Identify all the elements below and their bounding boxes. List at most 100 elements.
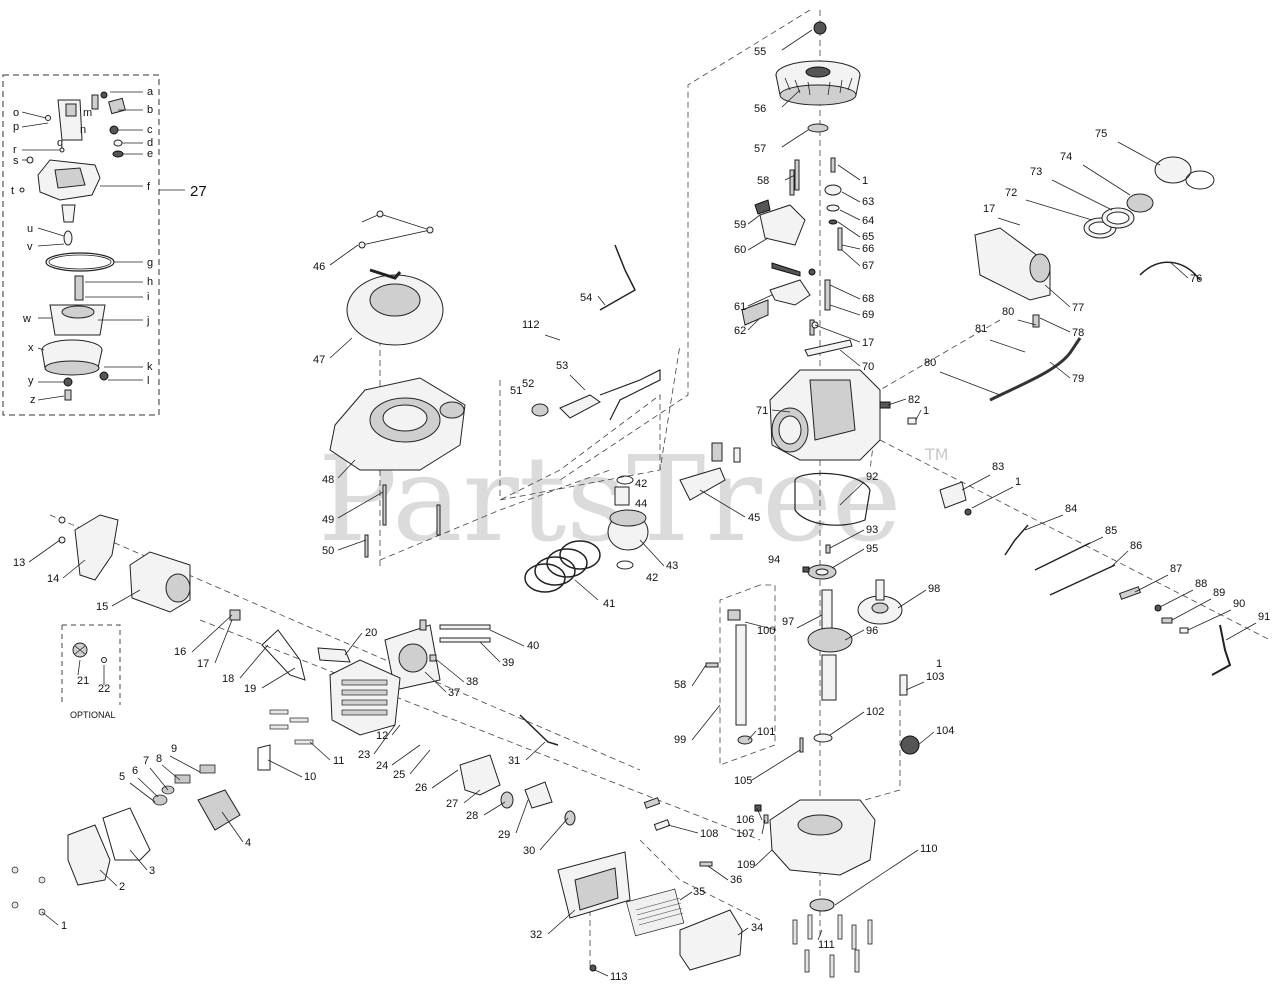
callout-n2[interactable]: 2 <box>119 881 125 893</box>
callout-n37[interactable]: 37 <box>448 687 460 699</box>
callout-n71[interactable]: 71 <box>756 405 768 417</box>
callout-cv[interactable]: v <box>27 241 33 253</box>
callout-cl[interactable]: l <box>147 375 149 387</box>
callout-n51[interactable]: 51 <box>510 385 522 397</box>
callout-n95[interactable]: 95 <box>866 543 878 555</box>
callout-n28[interactable]: 28 <box>466 810 478 822</box>
callout-ce[interactable]: e <box>147 148 153 160</box>
callout-n24[interactable]: 24 <box>376 760 388 772</box>
callout-n55[interactable]: 55 <box>754 46 766 58</box>
callout-n73[interactable]: 73 <box>1030 166 1042 178</box>
callout-n34[interactable]: 34 <box>751 922 763 934</box>
callout-n110[interactable]: 110 <box>920 843 938 855</box>
callout-n1b[interactable]: 1 <box>923 405 929 417</box>
callout-n1e[interactable]: 1 <box>61 920 67 932</box>
callout-n62[interactable]: 62 <box>734 325 746 337</box>
callout-n69[interactable]: 69 <box>862 309 874 321</box>
callout-cw[interactable]: w <box>22 313 31 325</box>
callout-n9[interactable]: 9 <box>171 743 177 755</box>
callout-n18[interactable]: 18 <box>222 673 234 685</box>
callout-n45[interactable]: 45 <box>748 512 760 524</box>
callout-n3[interactable]: 3 <box>149 865 155 877</box>
callout-n79[interactable]: 79 <box>1072 373 1084 385</box>
callout-n30[interactable]: 30 <box>523 845 535 857</box>
callout-n14[interactable]: 14 <box>47 573 59 585</box>
callout-n98[interactable]: 98 <box>928 583 940 595</box>
callout-n75[interactable]: 75 <box>1095 128 1107 140</box>
callout-n107[interactable]: 107 <box>736 828 754 840</box>
callout-n56[interactable]: 56 <box>754 103 766 115</box>
callout-n17c[interactable]: 17 <box>197 658 209 670</box>
callout-n72[interactable]: 72 <box>1005 187 1017 199</box>
callout-n21[interactable]: 21 <box>77 675 89 687</box>
callout-cc[interactable]: c <box>147 124 153 136</box>
callout-n43[interactable]: 43 <box>666 560 678 572</box>
callout-cs[interactable]: s <box>13 155 19 167</box>
callout-n44[interactable]: 44 <box>635 498 647 510</box>
callout-n92[interactable]: 92 <box>866 471 878 483</box>
callout-cq[interactable]: q <box>57 137 63 149</box>
callout-n68[interactable]: 68 <box>862 293 874 305</box>
callout-n67[interactable]: 67 <box>862 260 874 272</box>
callout-n1d[interactable]: 1 <box>936 658 942 670</box>
callout-n86[interactable]: 86 <box>1130 540 1142 552</box>
callout-n4[interactable]: 4 <box>245 837 251 849</box>
callout-cn[interactable]: n <box>80 124 86 136</box>
callout-n88[interactable]: 88 <box>1195 578 1207 590</box>
callout-n65[interactable]: 65 <box>862 231 874 243</box>
callout-co[interactable]: o <box>13 107 19 119</box>
callout-ch[interactable]: h <box>147 276 153 288</box>
callout-cz[interactable]: z <box>30 394 36 406</box>
callout-cd[interactable]: d <box>147 137 153 149</box>
callout-n49[interactable]: 49 <box>322 514 334 526</box>
callout-n99[interactable]: 99 <box>674 734 686 746</box>
callout-cf[interactable]: f <box>147 181 151 193</box>
callout-n93[interactable]: 93 <box>866 524 878 536</box>
callout-n41[interactable]: 41 <box>603 598 615 610</box>
callout-n66[interactable]: 66 <box>862 243 874 255</box>
callout-n61[interactable]: 61 <box>734 301 746 313</box>
callout-n101[interactable]: 101 <box>757 726 775 738</box>
callout-n13[interactable]: 13 <box>13 557 25 569</box>
callout-n77[interactable]: 77 <box>1072 302 1084 314</box>
callout-n70[interactable]: 70 <box>862 361 874 373</box>
callout-n85[interactable]: 85 <box>1105 525 1117 537</box>
callout-cp[interactable]: p <box>13 121 19 133</box>
callout-n40[interactable]: 40 <box>527 640 539 652</box>
callout-n94[interactable]: 94 <box>768 554 780 566</box>
callout-n36[interactable]: 36 <box>730 874 742 886</box>
callout-n29[interactable]: 29 <box>498 829 510 841</box>
callout-n35[interactable]: 35 <box>693 886 705 898</box>
callout-cg[interactable]: g <box>147 257 153 269</box>
callout-n111[interactable]: 111 <box>818 939 835 951</box>
callout-n25[interactable]: 25 <box>393 769 405 781</box>
callout-n6[interactable]: 6 <box>132 765 138 777</box>
callout-n109[interactable]: 109 <box>737 859 755 871</box>
callout-n23[interactable]: 23 <box>358 749 370 761</box>
callout-n39[interactable]: 39 <box>502 657 514 669</box>
callout-cy[interactable]: y <box>28 375 34 387</box>
callout-n76[interactable]: 76 <box>1190 273 1202 285</box>
callout-n103[interactable]: 103 <box>926 671 944 683</box>
callout-n102[interactable]: 102 <box>866 706 884 718</box>
callout-n26[interactable]: 26 <box>415 782 427 794</box>
callout-n78[interactable]: 78 <box>1072 327 1084 339</box>
callout-cb[interactable]: b <box>147 104 153 116</box>
callout-n89[interactable]: 89 <box>1213 587 1225 599</box>
callout-n8[interactable]: 8 <box>156 753 162 765</box>
callout-n83[interactable]: 83 <box>992 461 1004 473</box>
callout-n58b[interactable]: 58 <box>674 679 686 691</box>
callout-n11[interactable]: 11 <box>333 755 344 767</box>
callout-n58a[interactable]: 58 <box>757 175 769 187</box>
callout-n60[interactable]: 60 <box>734 244 746 256</box>
callout-n47[interactable]: 47 <box>313 354 325 366</box>
callout-n90[interactable]: 90 <box>1233 598 1245 610</box>
callout-ci[interactable]: i <box>147 291 149 303</box>
callout-n17a[interactable]: 17 <box>862 337 874 349</box>
callout-cr[interactable]: r <box>13 144 17 156</box>
callout-n42b[interactable]: 42 <box>646 572 658 584</box>
callout-n12[interactable]: 12 <box>376 730 388 742</box>
callout-n106[interactable]: 106 <box>736 814 754 826</box>
callout-n59[interactable]: 59 <box>734 219 746 231</box>
callout-n54[interactable]: 54 <box>580 292 592 304</box>
